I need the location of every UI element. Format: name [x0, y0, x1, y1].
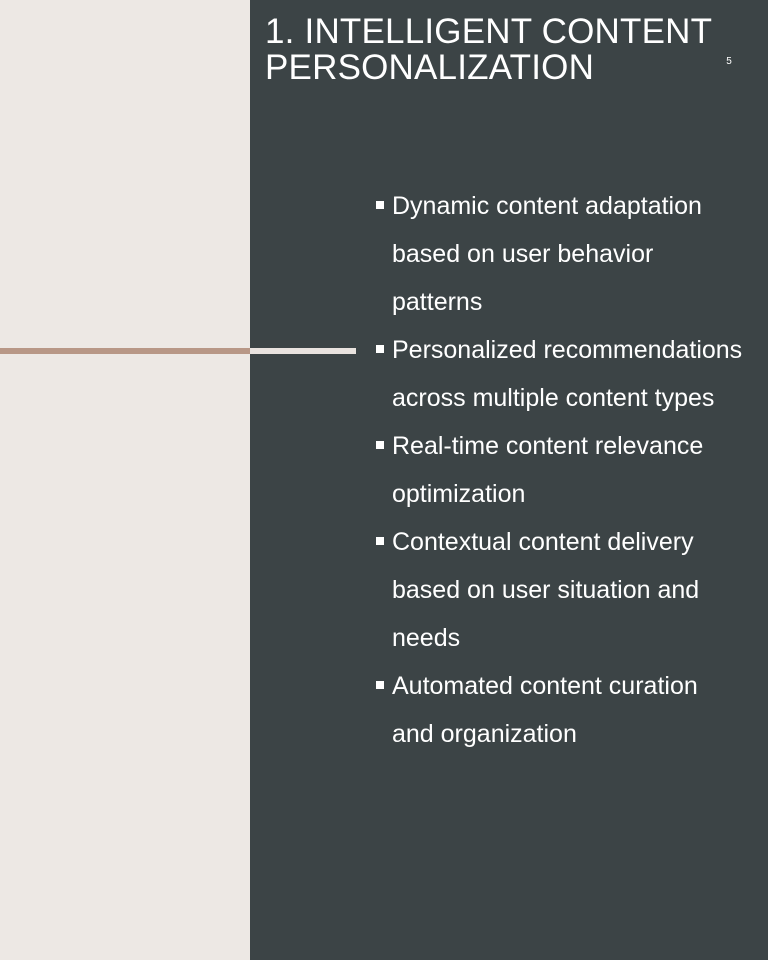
- square-bullet-icon: [376, 345, 384, 353]
- slide-title-line-1: 1. INTELLIGENT CONTENT: [265, 12, 713, 51]
- bullet-item: Real-time content relevance optimization: [374, 422, 744, 518]
- bullet-list: Dynamic content adaptation based on user…: [374, 182, 744, 758]
- right-panel: [250, 0, 768, 960]
- accent-line-left: [0, 348, 250, 354]
- bullet-item: Dynamic content adaptation based on user…: [374, 182, 744, 326]
- slide-title-line-2: PERSONALIZATION: [265, 48, 595, 87]
- bullet-text: Contextual content delivery based on use…: [392, 528, 700, 652]
- bullet-text: Personalized recommendations across mult…: [392, 336, 743, 412]
- slide-title: 1. INTELLIGENT CONTENT PERSONALIZATION: [265, 14, 755, 86]
- accent-line-right: [250, 348, 356, 354]
- bullet-item: Personalized recommendations across mult…: [374, 326, 744, 422]
- bullet-item: Contextual content delivery based on use…: [374, 518, 744, 662]
- square-bullet-icon: [376, 537, 384, 545]
- bullet-text: Automated content curation and organizat…: [392, 672, 698, 748]
- square-bullet-icon: [376, 681, 384, 689]
- square-bullet-icon: [376, 201, 384, 209]
- bullet-item: Automated content curation and organizat…: [374, 662, 744, 758]
- slide-number: 5: [726, 56, 732, 67]
- left-panel: [0, 0, 250, 960]
- square-bullet-icon: [376, 441, 384, 449]
- bullet-text: Dynamic content adaptation based on user…: [392, 192, 702, 316]
- bullet-text: Real-time content relevance optimization: [392, 432, 704, 508]
